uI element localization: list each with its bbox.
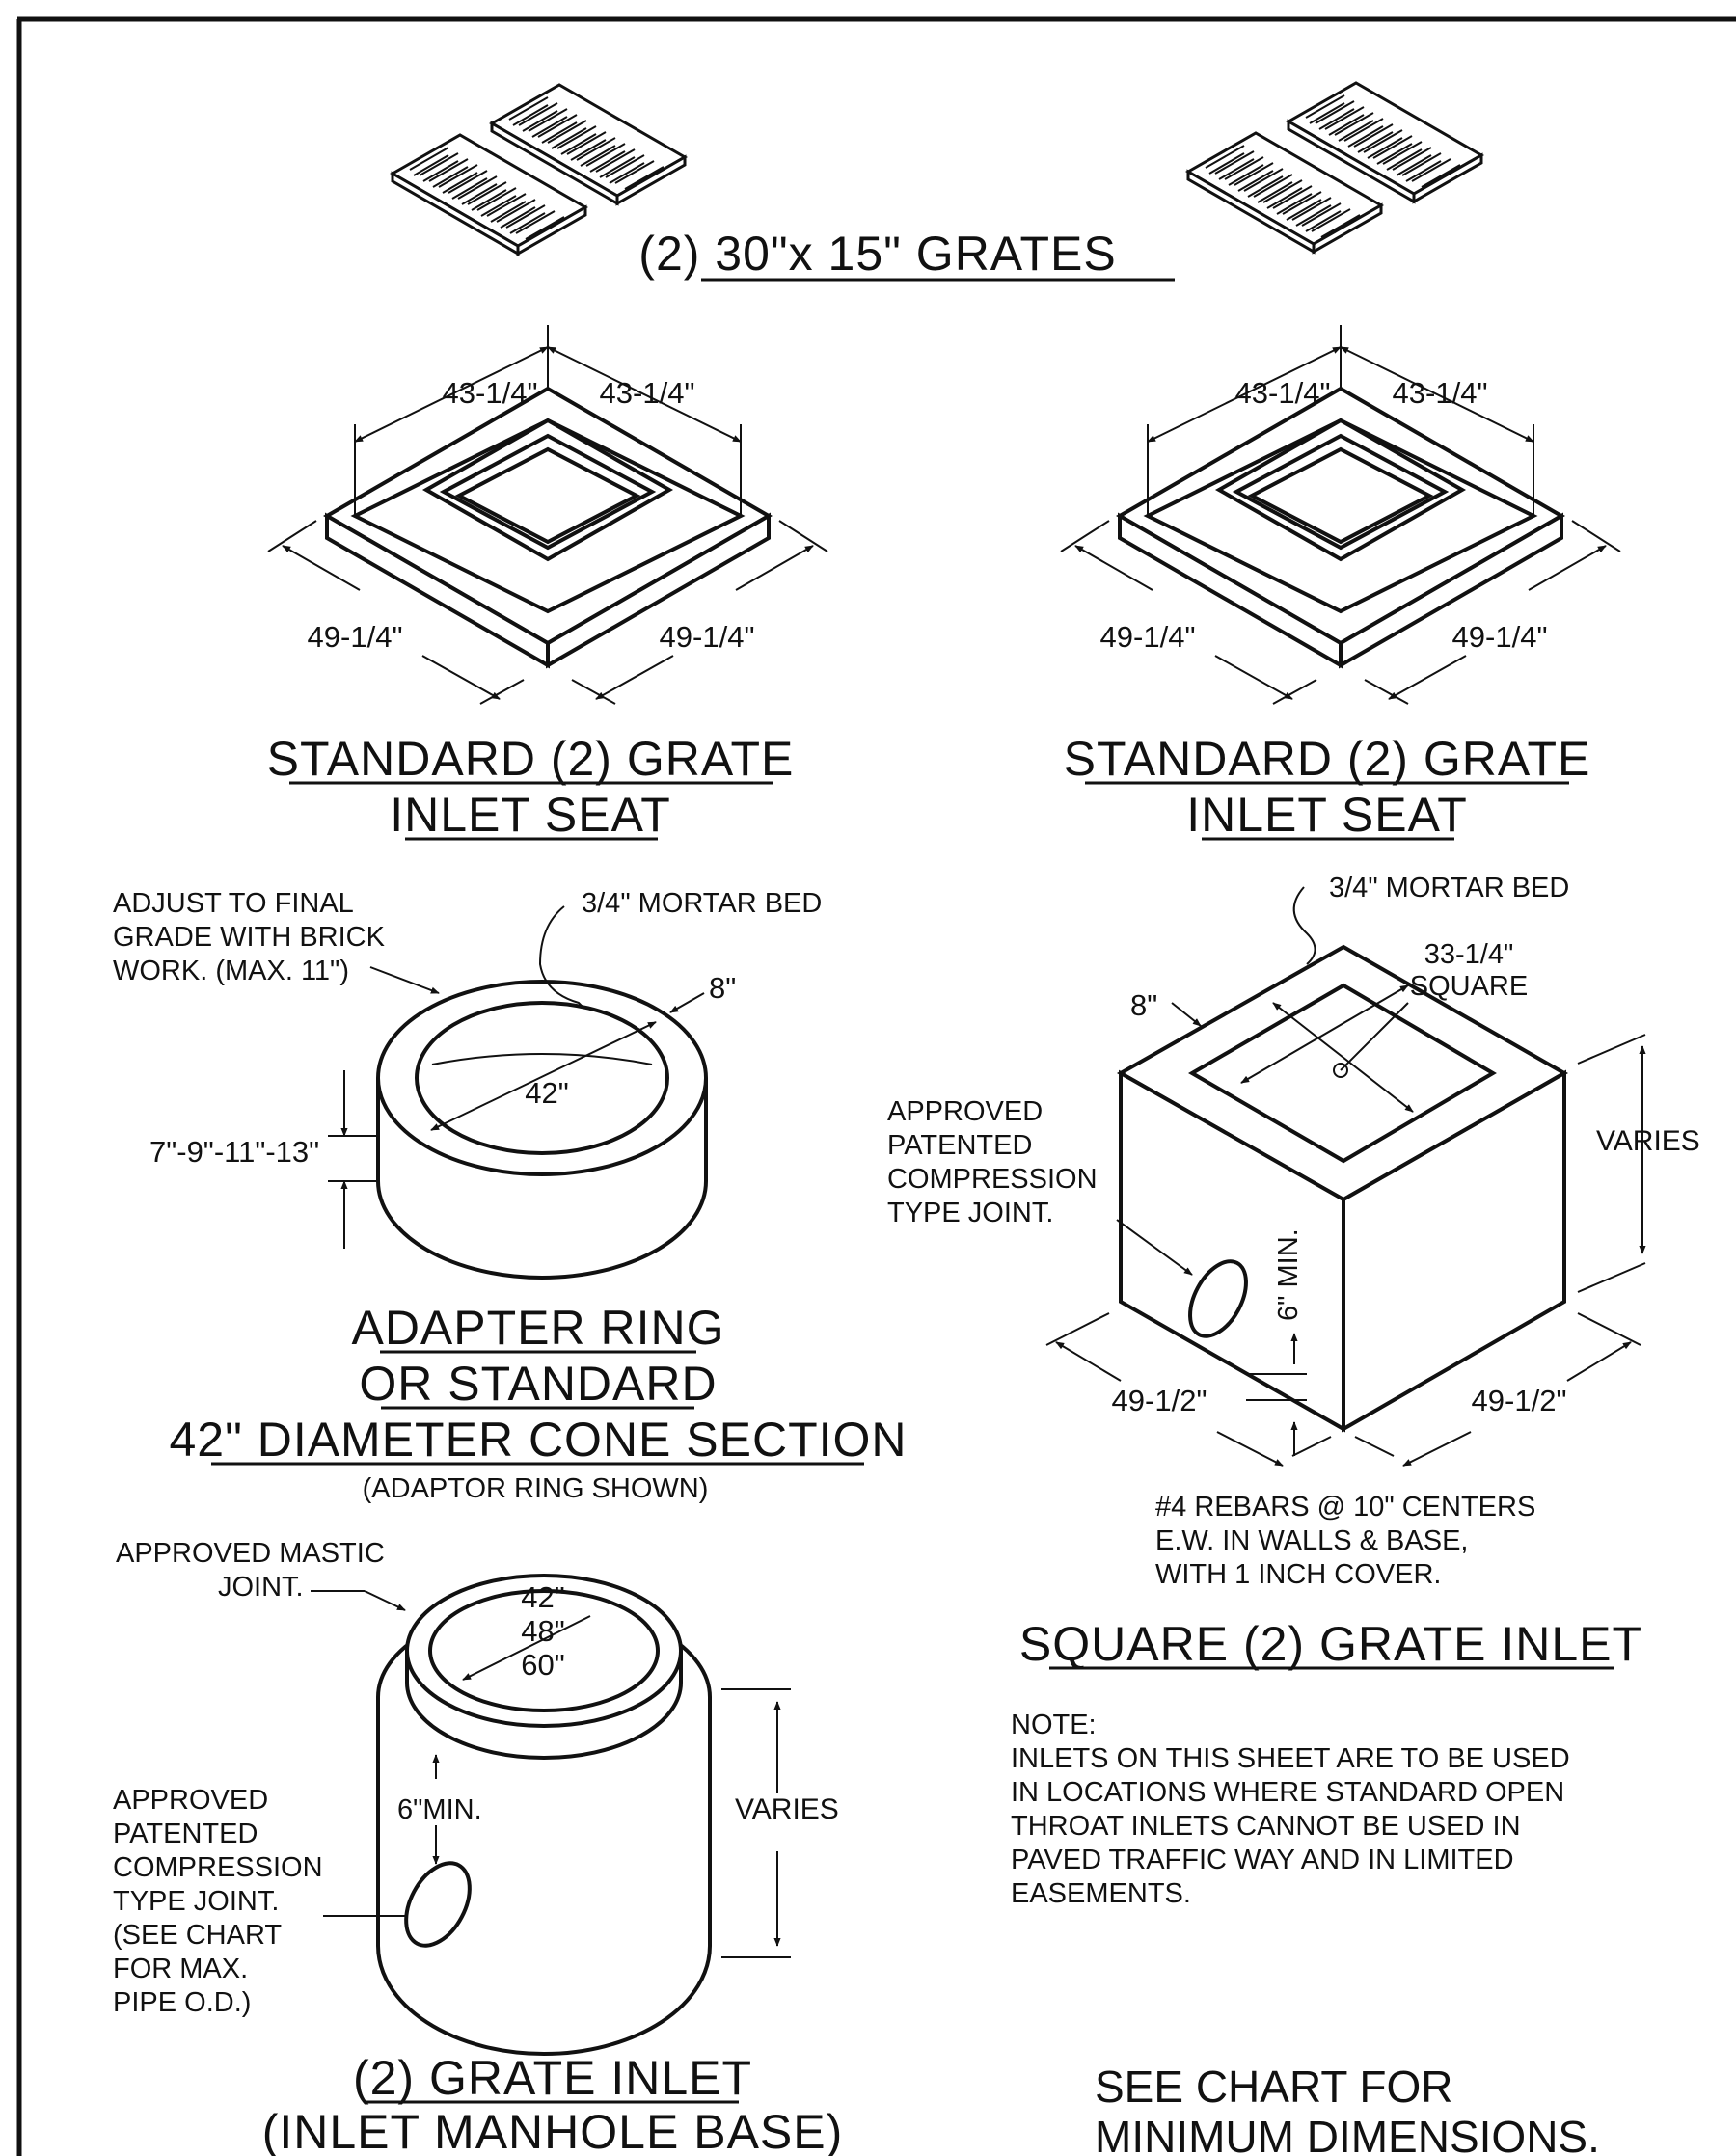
ring-diameter-dim: 42" <box>525 1076 569 1110</box>
square-rebar-1: #4 REBARS @ 10" CENTERS <box>1155 1492 1535 1523</box>
manhole-drawing: 42" 48" 60" <box>311 1574 791 2056</box>
square-inlet-drawing: 6" MIN. <box>1045 886 1646 1467</box>
manhole-min-clear: 6"MIN. <box>397 1794 482 1825</box>
square-min-clear: 6" MIN. <box>1273 1228 1304 1321</box>
note-line-2: IN LOCATIONS WHERE STANDARD OPEN <box>1011 1777 1564 1808</box>
grates-right <box>1186 81 1483 254</box>
ring-heights-dim: 7"-9"-11"-13" <box>149 1135 319 1169</box>
note-line-4: PAVED TRAFFIC WAY AND IN LIMITED <box>1011 1845 1514 1875</box>
square-rebar-2: E.W. IN WALLS & BASE, <box>1155 1525 1468 1556</box>
ring-wall-dim: 8" <box>709 971 736 1005</box>
seat-right-title-2: INLET SEAT <box>1186 788 1468 842</box>
seat-left-dim-top-left: 43-1/4" <box>443 376 538 410</box>
ring-mortar-bed: 3/4" MORTAR BED <box>582 888 822 919</box>
inlet-seat-right: 43-1/4" 43-1/4" 49-1/4" 49-1/4" <box>1060 325 1621 705</box>
square-mortar-bed: 3/4" MORTAR BED <box>1329 873 1569 903</box>
seat-right-dim-bottom-right: 49-1/4" <box>1452 620 1548 654</box>
note-line-5: EASEMENTS. <box>1011 1878 1191 1909</box>
square-joint-2: PATENTED <box>887 1130 1032 1161</box>
seat-left-title-2: INLET SEAT <box>390 788 671 842</box>
seat-left-dim-top-right: 43-1/4" <box>600 376 695 410</box>
note-line-1: INLETS ON THIS SHEET ARE TO BE USED <box>1011 1743 1570 1774</box>
manhole-dia-3: 60" <box>521 1648 565 1682</box>
adapter-ring-drawing: 8" 42" <box>328 905 736 1280</box>
general-note: NOTE: INLETS ON THIS SHEET ARE TO BE USE… <box>1011 1710 1570 1909</box>
square-wall-dim: 8" <box>1130 988 1157 1022</box>
seat-right-dim-top-right: 43-1/4" <box>1393 376 1488 410</box>
inlet-seat-left: 43-1/4" 43-1/4" 49-1/4" 49-1/4" <box>267 325 828 705</box>
manhole-title-2: (INLET MANHOLE BASE) <box>262 2105 844 2156</box>
note-line-3: THROAT INLETS CANNOT BE USED IN <box>1011 1811 1521 1842</box>
sheet-border <box>16 16 1736 2156</box>
note-heading: NOTE: <box>1011 1710 1097 1740</box>
square-inlet-title: SQUARE (2) GRATE INLET <box>1019 1617 1642 1671</box>
footer-line-1: SEE CHART FOR <box>1095 2062 1452 2112</box>
manhole-joint-4: TYPE JOINT. <box>113 1886 279 1917</box>
ring-title-3: 42" DIAMETER CONE SECTION <box>169 1413 907 1467</box>
ring-adjust-note-1: ADJUST TO FINAL <box>113 888 354 919</box>
manhole-varies: VARIES <box>735 1793 839 1825</box>
seat-left-dim-bottom-right: 49-1/4" <box>660 620 755 654</box>
seat-right-dim-top-left: 43-1/4" <box>1235 376 1331 410</box>
manhole-mastic-1: APPROVED MASTIC <box>116 1538 385 1569</box>
seat-left-dim-bottom-left: 49-1/4" <box>308 620 403 654</box>
footer-line-2: MINIMUM DIMENSIONS. <box>1095 2112 1600 2156</box>
manhole-joint-1: APPROVED <box>113 1785 268 1816</box>
seat-right-dim-bottom-left: 49-1/4" <box>1100 620 1196 654</box>
square-varies: VARIES <box>1596 1125 1700 1157</box>
grates-title: (2) 30"x 15" GRATES <box>638 227 1116 281</box>
manhole-dia-2: 48" <box>521 1614 565 1648</box>
manhole-title-1: (2) GRATE INLET <box>353 2051 752 2105</box>
square-dim-left: 49-1/2" <box>1112 1384 1207 1417</box>
manhole-mastic-2: JOINT. <box>218 1572 304 1603</box>
square-opening-1: 33-1/4" <box>1424 939 1514 970</box>
square-rebar-3: WITH 1 INCH COVER. <box>1155 1559 1441 1590</box>
square-dim-right: 49-1/2" <box>1472 1384 1567 1417</box>
ring-title-1: ADAPTER RING <box>351 1301 724 1355</box>
square-opening-2: SQUARE <box>1410 971 1528 1002</box>
manhole-joint-2: PATENTED <box>113 1819 258 1849</box>
seat-left-title-1: STANDARD (2) GRATE <box>267 732 795 786</box>
manhole-joint-3: COMPRESSION <box>113 1852 323 1883</box>
square-joint-4: TYPE JOINT. <box>887 1198 1053 1228</box>
ring-title-2: OR STANDARD <box>359 1357 717 1411</box>
square-joint-3: COMPRESSION <box>887 1164 1098 1195</box>
square-joint-1: APPROVED <box>887 1096 1043 1127</box>
ring-subtitle: (ADAPTOR RING SHOWN) <box>363 1473 709 1504</box>
manhole-joint-5: (SEE CHART <box>113 1920 282 1951</box>
ring-adjust-note-3: WORK. (MAX. 11") <box>113 956 349 986</box>
manhole-joint-6: FOR MAX. <box>113 1954 248 1984</box>
seat-right-title-1: STANDARD (2) GRATE <box>1064 732 1591 786</box>
ring-adjust-note-2: GRADE WITH BRICK <box>113 922 386 953</box>
manhole-dia-1: 42" <box>521 1580 565 1614</box>
manhole-joint-7: PIPE O.D.) <box>113 1987 251 2018</box>
